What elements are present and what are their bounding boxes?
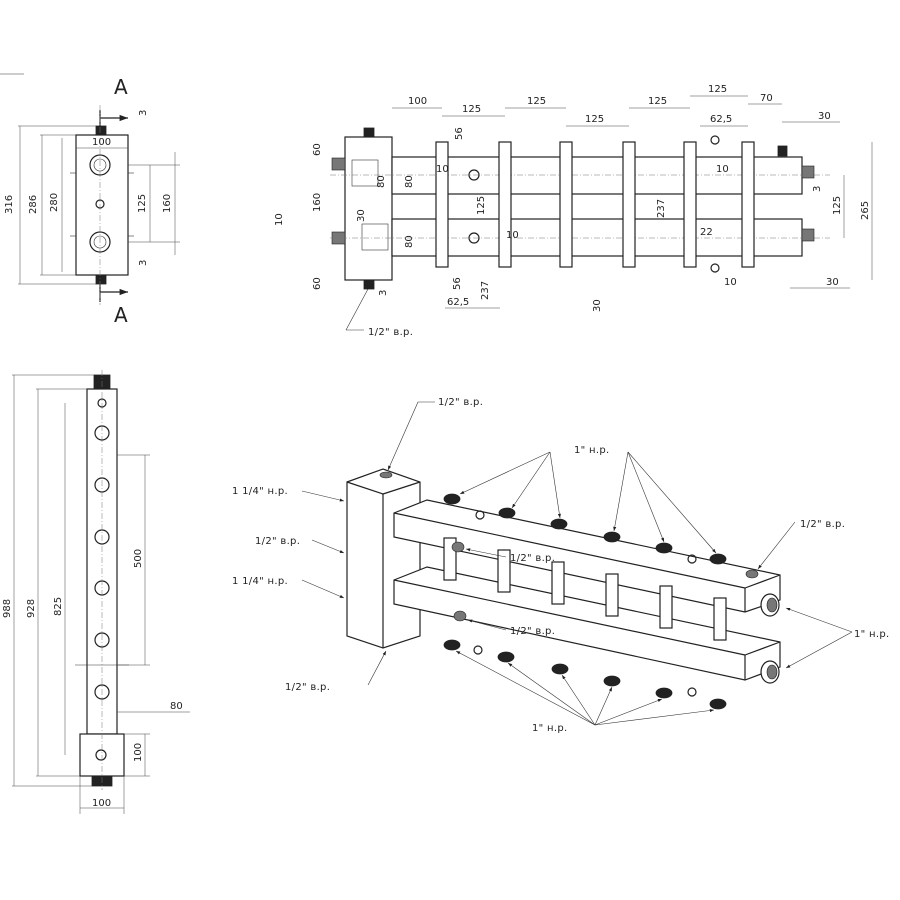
dim-125-e: 125 — [708, 84, 727, 95]
label-vent-lower: 1/2" в.р. — [510, 626, 555, 637]
label-upper-main: 1 1/4" н.р. — [232, 486, 288, 497]
dim-60-bottom: 60 — [312, 277, 323, 290]
label-end-port: 1/2" в.р. — [800, 519, 845, 530]
dim-30-mid: 30 — [356, 209, 367, 222]
dim-22: 22 — [700, 227, 713, 238]
dim-56-top: 56 — [454, 127, 465, 140]
top-view-tubes — [435, 141, 755, 268]
hole-dia-5: 10 — [274, 213, 285, 226]
dim-100-front: 100 — [92, 137, 111, 148]
label-lower-main: 1 1/4" н.р. — [232, 576, 288, 587]
iso-leader-lines — [301, 401, 853, 726]
hole-dia-3: 10 — [716, 164, 729, 175]
iso-bottom-outlets — [443, 639, 727, 710]
iso-top-port — [379, 471, 393, 479]
dim-286: 286 — [28, 195, 39, 214]
dim-100-top: 100 — [408, 96, 427, 107]
dim-30-right-bottom: 30 — [826, 277, 839, 288]
dim-80-upper: 80 — [376, 175, 387, 188]
iso-top-outlets — [443, 493, 727, 565]
dim-60-top: 60 — [312, 143, 323, 156]
dim-125-front: 125 — [137, 194, 148, 213]
dim-125-d: 125 — [648, 96, 667, 107]
dim-3-bottom-top: 3 — [378, 290, 389, 296]
dim-70: 70 — [760, 93, 773, 104]
top-view-callout: 1/2" в.р. — [368, 327, 413, 338]
dim-3-top: 3 — [138, 110, 149, 116]
label-side-outlets: 1" н.р. — [854, 629, 889, 640]
side-view: 988 928 825 500 80 100 100 — [2, 370, 190, 814]
dim-280: 280 — [49, 193, 60, 212]
dim-125-b: 125 — [527, 96, 546, 107]
front-top-port — [95, 125, 107, 136]
dim-30-bottom: 30 — [592, 299, 603, 312]
dim-500: 500 — [133, 549, 144, 568]
dim-62-5-bottom: 62,5 — [447, 297, 469, 308]
hole-dia-4: 10 — [724, 277, 737, 288]
dim-125-c: 125 — [585, 114, 604, 125]
dim-316: 316 — [4, 195, 15, 214]
top-view-separator — [344, 136, 393, 281]
dim-160-top: 160 — [312, 193, 323, 212]
iso-lower-beam — [393, 566, 781, 681]
dim-3-bottom: 3 — [138, 260, 149, 266]
label-top-port: 1/2" в.р. — [438, 397, 483, 408]
hole-dia-1: 10 — [436, 164, 449, 175]
dim-125-a: 125 — [462, 104, 481, 115]
dim-100-side-h: 100 — [133, 743, 144, 762]
dim-237-top: 237 — [656, 199, 667, 218]
label-mid-port: 1/2" в.р. — [255, 536, 300, 547]
iso-upper-beam — [393, 499, 781, 613]
dim-3-right: 3 — [812, 186, 823, 192]
dim-62-5-top: 62,5 — [710, 114, 732, 125]
dim-30-top: 30 — [818, 111, 831, 122]
dim-265: 265 — [860, 201, 871, 220]
section-marker-bottom: A — [114, 303, 128, 327]
dim-80-lower: 80 — [404, 235, 415, 248]
hole-dia-2: 10 — [506, 230, 519, 241]
dim-237-bottom: 237 — [480, 281, 491, 300]
dim-56-bottom: 56 — [452, 277, 463, 290]
top-view: 100 125 125 125 125 125 70 62,5 30 56 60… — [274, 84, 873, 338]
dim-988: 988 — [2, 599, 13, 618]
label-outlets-bottom: 1" н.р. — [532, 723, 567, 734]
section-marker-top: A — [114, 75, 128, 99]
dim-80-side: 80 — [170, 701, 183, 712]
iso-view: 1/2" в.р. 1 1/4" н.р. 1/2" в.р. 1 1/4" н… — [232, 397, 889, 734]
dim-80-right: 80 — [404, 175, 415, 188]
label-vent-upper: 1/2" в.р. — [510, 553, 555, 564]
dim-125-mid: 125 — [476, 196, 487, 215]
dim-928: 928 — [26, 599, 37, 618]
label-outlets-top: 1" н.р. — [574, 445, 609, 456]
label-bottom-port: 1/2" в.р. — [285, 682, 330, 693]
dim-100-side-w: 100 — [92, 798, 111, 809]
top-view-upper-beam — [391, 156, 803, 195]
front-bottom-port — [95, 274, 107, 285]
top-view-lower-beam — [391, 218, 803, 257]
front-view: A A 316 286 280 100 125 160 3 3 — [0, 73, 180, 327]
dim-125-right: 125 — [832, 196, 843, 215]
dim-825: 825 — [53, 597, 64, 616]
front-body — [75, 134, 129, 276]
dim-160-front: 160 — [162, 194, 173, 213]
